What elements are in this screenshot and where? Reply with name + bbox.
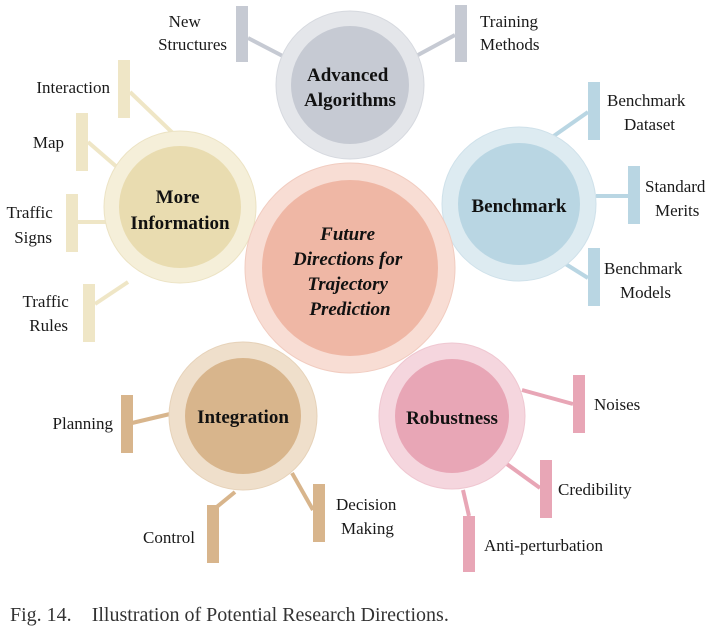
hub-more-information-label: More Information [130,187,230,234]
leaf-benchmark-models: Benchmark Models [604,259,687,302]
connectors [78,33,628,517]
hub-integration-core [185,358,301,474]
leaf-noises: Noises [594,395,640,414]
leaf-planning: Planning [53,414,114,433]
leaf-benchmark-dataset: Benchmark Dataset [607,91,690,134]
leaf-bars [66,5,640,572]
bar-control [207,505,219,563]
leaf-training-methods: Training Methods [480,12,542,54]
hub-benchmark-label: Benchmark [472,196,567,217]
hub-more-information: More Information [103,130,257,284]
center-core [262,180,438,356]
figure-caption: Fig. 14. Illustration of Potential Resea… [10,604,449,627]
connector-anti-perturbation [461,489,471,517]
leaf-control: Control [143,528,195,547]
leaf-interaction: Interaction [36,78,110,97]
bar-benchmark-models [588,248,600,306]
research-directions-diagram: Advanced Algorithms Benchmark Robustness… [6,5,710,572]
hub-benchmark-core [458,143,580,265]
bar-traffic-signs [66,194,78,252]
bar-new-structures [236,6,248,62]
hub-robustness-core [395,359,509,473]
connector-planning [131,412,171,425]
leaf-traffic-rules: Traffic Rules [22,292,73,335]
bar-anti-perturbation [463,516,475,572]
connector-traffic-rules [93,280,130,306]
leaf-traffic-signs: Traffic Signs [6,203,57,247]
leaf-credibility: Credibility [558,480,632,499]
connector-decision-making [290,472,315,511]
bar-traffic-rules [83,284,95,342]
bar-benchmark-dataset [588,82,600,140]
leaf-anti-perturbation: Anti-perturbation [484,536,603,555]
bar-decision-making [313,484,325,542]
hub-integration-label: Integration [197,407,289,428]
bar-training-methods [455,5,467,62]
leaf-decision-making: Decision Making [336,495,401,538]
hub-more-information-core [119,146,241,268]
hub-robustness: Robustness [378,342,526,490]
hub-advanced-algorithms: Advanced Algorithms [275,10,425,160]
hub-robustness-label: Robustness [406,408,498,429]
hub-benchmark: Benchmark [441,126,597,282]
bar-credibility [540,460,552,518]
hub-advanced-algorithms-core [291,26,409,144]
bar-map [76,113,88,171]
bar-interaction [118,60,130,118]
leaf-labels: New Structures Training Methods Benchmar… [6,12,710,555]
connector-map [86,140,120,170]
connector-credibility [502,460,542,490]
hub-integration: Integration [168,341,318,491]
caption-prefix: Fig. 14. [10,604,72,626]
caption-text: Illustration of Potential Research Direc… [91,604,449,626]
leaf-new-structures: New Structures [158,12,227,54]
hub-advanced-algorithms-label: Advanced Algorithms [304,65,396,111]
center-label: Future Directions for Trajectory Predict… [292,224,407,320]
bar-planning [121,395,133,453]
bar-noises [573,375,585,433]
connector-noises [521,388,574,406]
leaf-map: Map [33,133,64,152]
leaf-standard-merits: Standard Merits [645,177,710,220]
center-node: Future Directions for Trajectory Predict… [244,162,456,374]
bar-standard-merits [628,166,640,224]
